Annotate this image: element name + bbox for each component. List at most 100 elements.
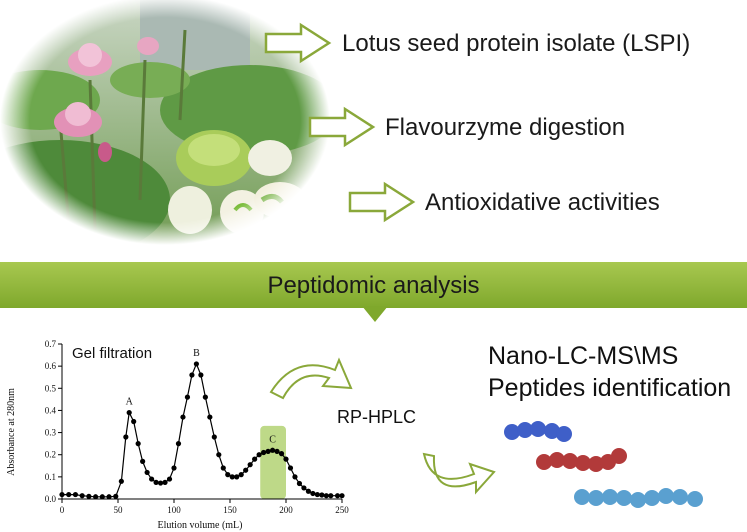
data-point [274, 448, 280, 454]
x-tick-label: 100 [167, 505, 181, 515]
peptidomic-banner [0, 262, 747, 308]
data-point [216, 452, 222, 458]
data-point [189, 372, 195, 378]
y-tick-label: 0.6 [45, 361, 57, 371]
data-point [310, 490, 316, 497]
y-tick-label: 0.2 [45, 450, 56, 460]
data-point [202, 394, 208, 400]
rp-hplc-label: RP-HPLC [337, 407, 417, 427]
peptide-bead [687, 491, 703, 507]
lotus-seed-icon [168, 130, 306, 234]
peptide-bead [602, 489, 618, 505]
peptide-bead [504, 424, 520, 440]
data-point [123, 434, 129, 440]
data-point [59, 491, 65, 498]
peptide-bead [588, 490, 604, 506]
y-tick-label: 0.3 [45, 428, 57, 438]
data-point [207, 414, 213, 420]
data-point [198, 372, 204, 378]
data-point [131, 418, 137, 425]
data-point [278, 451, 285, 457]
data-point [283, 456, 289, 462]
data-point [238, 472, 244, 478]
data-point [252, 456, 258, 462]
peptide-bead [672, 489, 688, 505]
data-point [93, 494, 99, 500]
chart-title: Gel filtration [72, 345, 152, 362]
x-tick-label: 50 [114, 505, 124, 515]
peptidomic-banner-label: Peptidomic analysis [267, 272, 480, 299]
data-point [265, 448, 271, 454]
peptide-bead [530, 421, 546, 437]
peptide-bead [658, 488, 674, 504]
y-tick-label: 0.4 [45, 405, 57, 415]
data-point [243, 467, 249, 473]
data-point [72, 491, 79, 498]
data-point [149, 476, 155, 482]
data-point [118, 478, 124, 484]
peptide-bead [611, 448, 627, 464]
data-point [261, 449, 267, 456]
data-point [292, 474, 298, 480]
step-antioxidative-label: Antioxidative activities [425, 189, 660, 216]
data-point [166, 476, 173, 482]
peptide-bead [562, 453, 578, 469]
peptide-bead [556, 426, 572, 442]
data-point [287, 465, 294, 471]
peptide-bead [575, 455, 591, 471]
step-lspi-label: Lotus seed protein isolate (LSPI) [342, 30, 691, 57]
data-point [66, 491, 72, 498]
x-tick-label: 150 [223, 505, 237, 515]
data-point [126, 410, 132, 416]
fraction-c-highlight [260, 425, 286, 499]
data-point [106, 494, 112, 500]
lotus-flower-icon [54, 37, 159, 162]
curved-arrow-icon [422, 452, 496, 495]
peak-label-b: B [193, 348, 200, 359]
peptide-bead [549, 452, 565, 468]
data-point [323, 493, 329, 499]
peptide-bead [517, 422, 533, 438]
data-point [180, 414, 186, 420]
down-arrow-icon [362, 306, 388, 322]
peptide-bead [644, 490, 660, 506]
peptides-identification-label: Peptides identification [488, 374, 732, 402]
data-point [296, 480, 303, 487]
peptide-bead [536, 454, 552, 470]
x-tick-label: 200 [279, 505, 293, 515]
step-flavourzyme-label: Flavourzyme digestion [385, 114, 626, 141]
data-point [99, 494, 105, 500]
data-point [234, 474, 240, 480]
peptide-bead [630, 492, 646, 508]
peptide-bead [574, 489, 590, 505]
x-tick-label: 250 [335, 505, 349, 515]
data-point [193, 361, 199, 367]
data-point [113, 493, 119, 499]
y-tick-label: 0.1 [45, 472, 56, 482]
data-point [175, 441, 182, 447]
data-point [157, 480, 164, 486]
data-point [269, 447, 276, 453]
data-point [79, 493, 85, 499]
peptide-bead [544, 423, 560, 439]
data-point [314, 491, 320, 498]
data-point [86, 493, 92, 499]
step-arrow-icon [264, 22, 332, 64]
x-tick-label: 0 [60, 505, 65, 515]
data-point [140, 458, 146, 464]
y-axis-label: Absorbance at 280nm [6, 388, 17, 476]
curved-arrow-icon [269, 357, 353, 400]
x-axis-label: Elution volume (mL) [158, 520, 243, 531]
data-point [319, 492, 325, 498]
peptide-chains [504, 421, 703, 508]
peak-label-c: C [269, 434, 276, 445]
data-point [225, 472, 231, 478]
data-point [301, 485, 307, 491]
data-point [153, 479, 159, 485]
data-point [247, 462, 253, 468]
data-point [135, 441, 141, 447]
peak-label-a: A [126, 397, 134, 408]
peptide-bead [588, 456, 604, 472]
data-point [162, 479, 168, 485]
